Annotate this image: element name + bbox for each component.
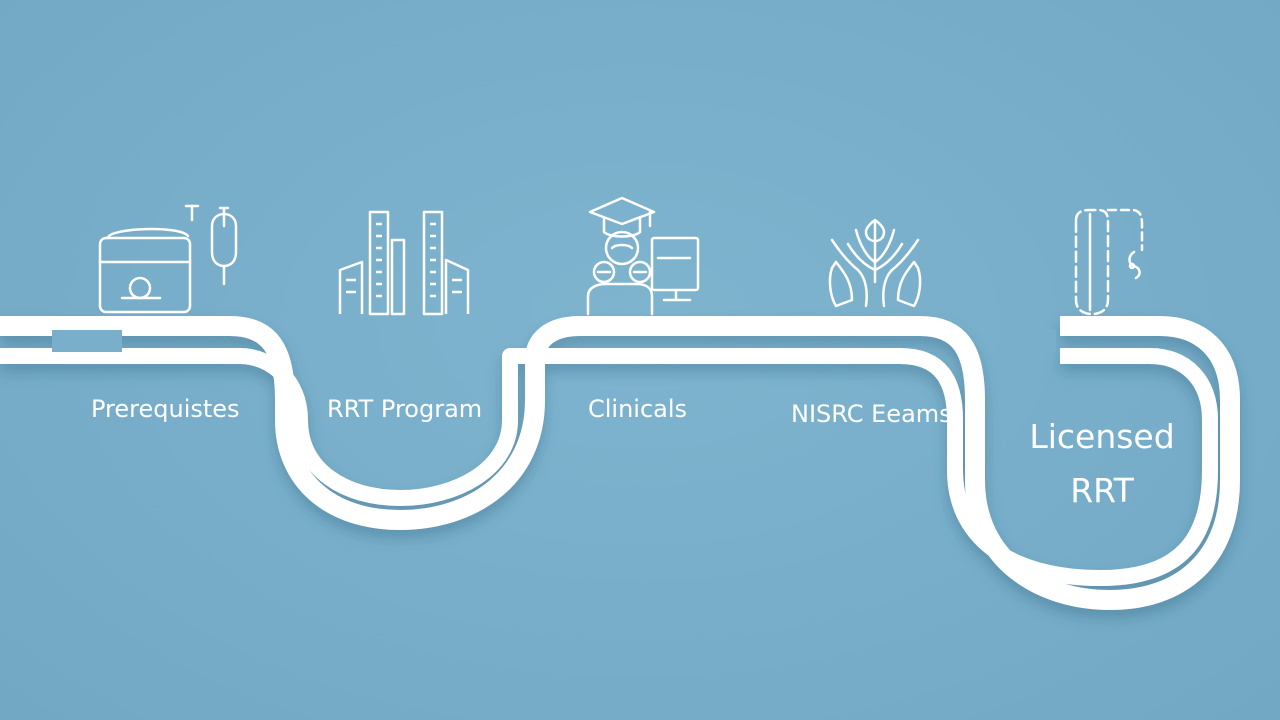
road-path: [0, 316, 1240, 610]
final-step-label-line1: Licensed: [1029, 417, 1175, 456]
graduate-at-computer-icon: [586, 196, 700, 316]
hands-with-flower-icon: [828, 218, 922, 308]
step-label-clinicals: Clinicals: [588, 395, 688, 423]
document-case-and-flask-icon: [98, 204, 238, 314]
buildings-icon: [338, 210, 470, 316]
final-step-label: Licensed RRT: [1002, 410, 1202, 518]
road-lower-track: [0, 348, 1218, 586]
final-step-label-line2: RRT: [1070, 471, 1134, 510]
road-gaps: [52, 330, 1056, 352]
step-label-nisrc-exams: NISRC Eeams: [791, 400, 952, 428]
step-label-prerequisites: Prerequistes: [91, 395, 240, 423]
road-upper-track: [0, 316, 1240, 610]
inhaler-device-icon: [1074, 208, 1144, 316]
step-label-rrt-program: RRT Program: [327, 395, 483, 423]
